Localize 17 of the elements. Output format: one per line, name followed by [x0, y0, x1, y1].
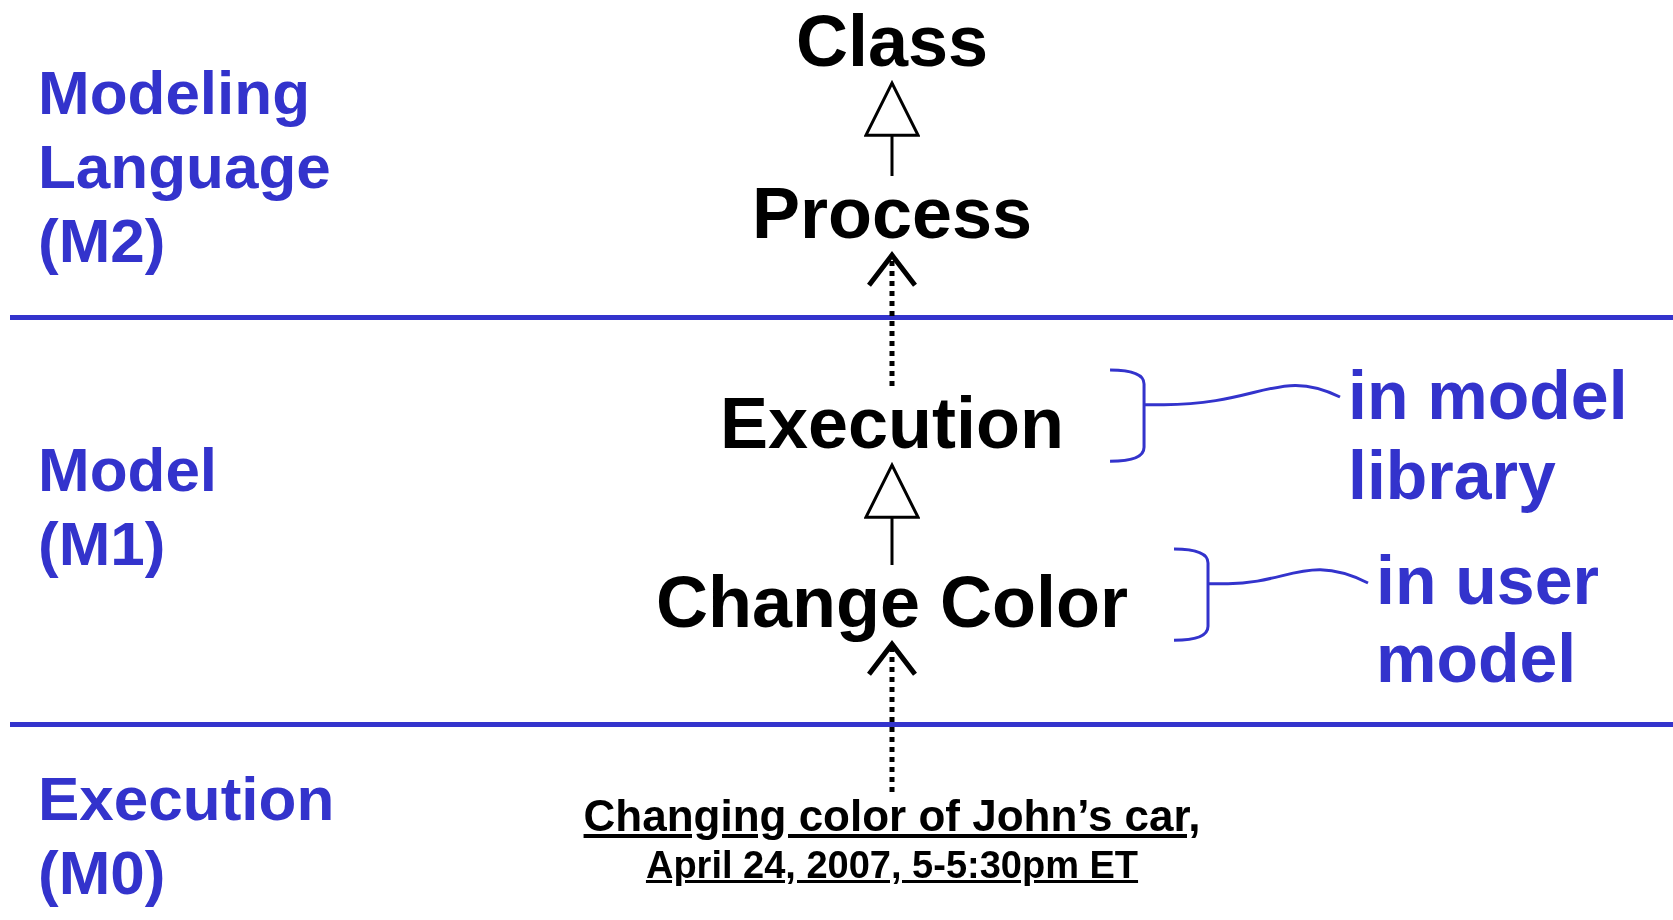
node-label: April 24, 2007, 5-5:30pm ET: [645, 842, 1139, 888]
dependency-arrow: [866, 641, 918, 792]
annotation-text: in user model: [1376, 541, 1600, 697]
generalization-arrow: [864, 463, 920, 565]
layer-label: Execution (M0): [38, 763, 336, 909]
annotation-text: in model library: [1348, 356, 1629, 515]
node-label: Change Color: [656, 563, 1128, 643]
node-label: Changing color of John’s car,: [583, 790, 1201, 842]
node-label: Process: [751, 174, 1033, 254]
leader-line: [1108, 368, 1342, 463]
node-label: Class: [795, 2, 989, 82]
dependency-arrow: [866, 252, 918, 386]
layer-label: Model (M1): [38, 434, 219, 580]
generalization-arrow: [864, 81, 920, 176]
leader-line: [1172, 547, 1370, 642]
layer-label: Modeling Language (M2): [38, 57, 332, 277]
node-label: Execution: [719, 384, 1065, 464]
